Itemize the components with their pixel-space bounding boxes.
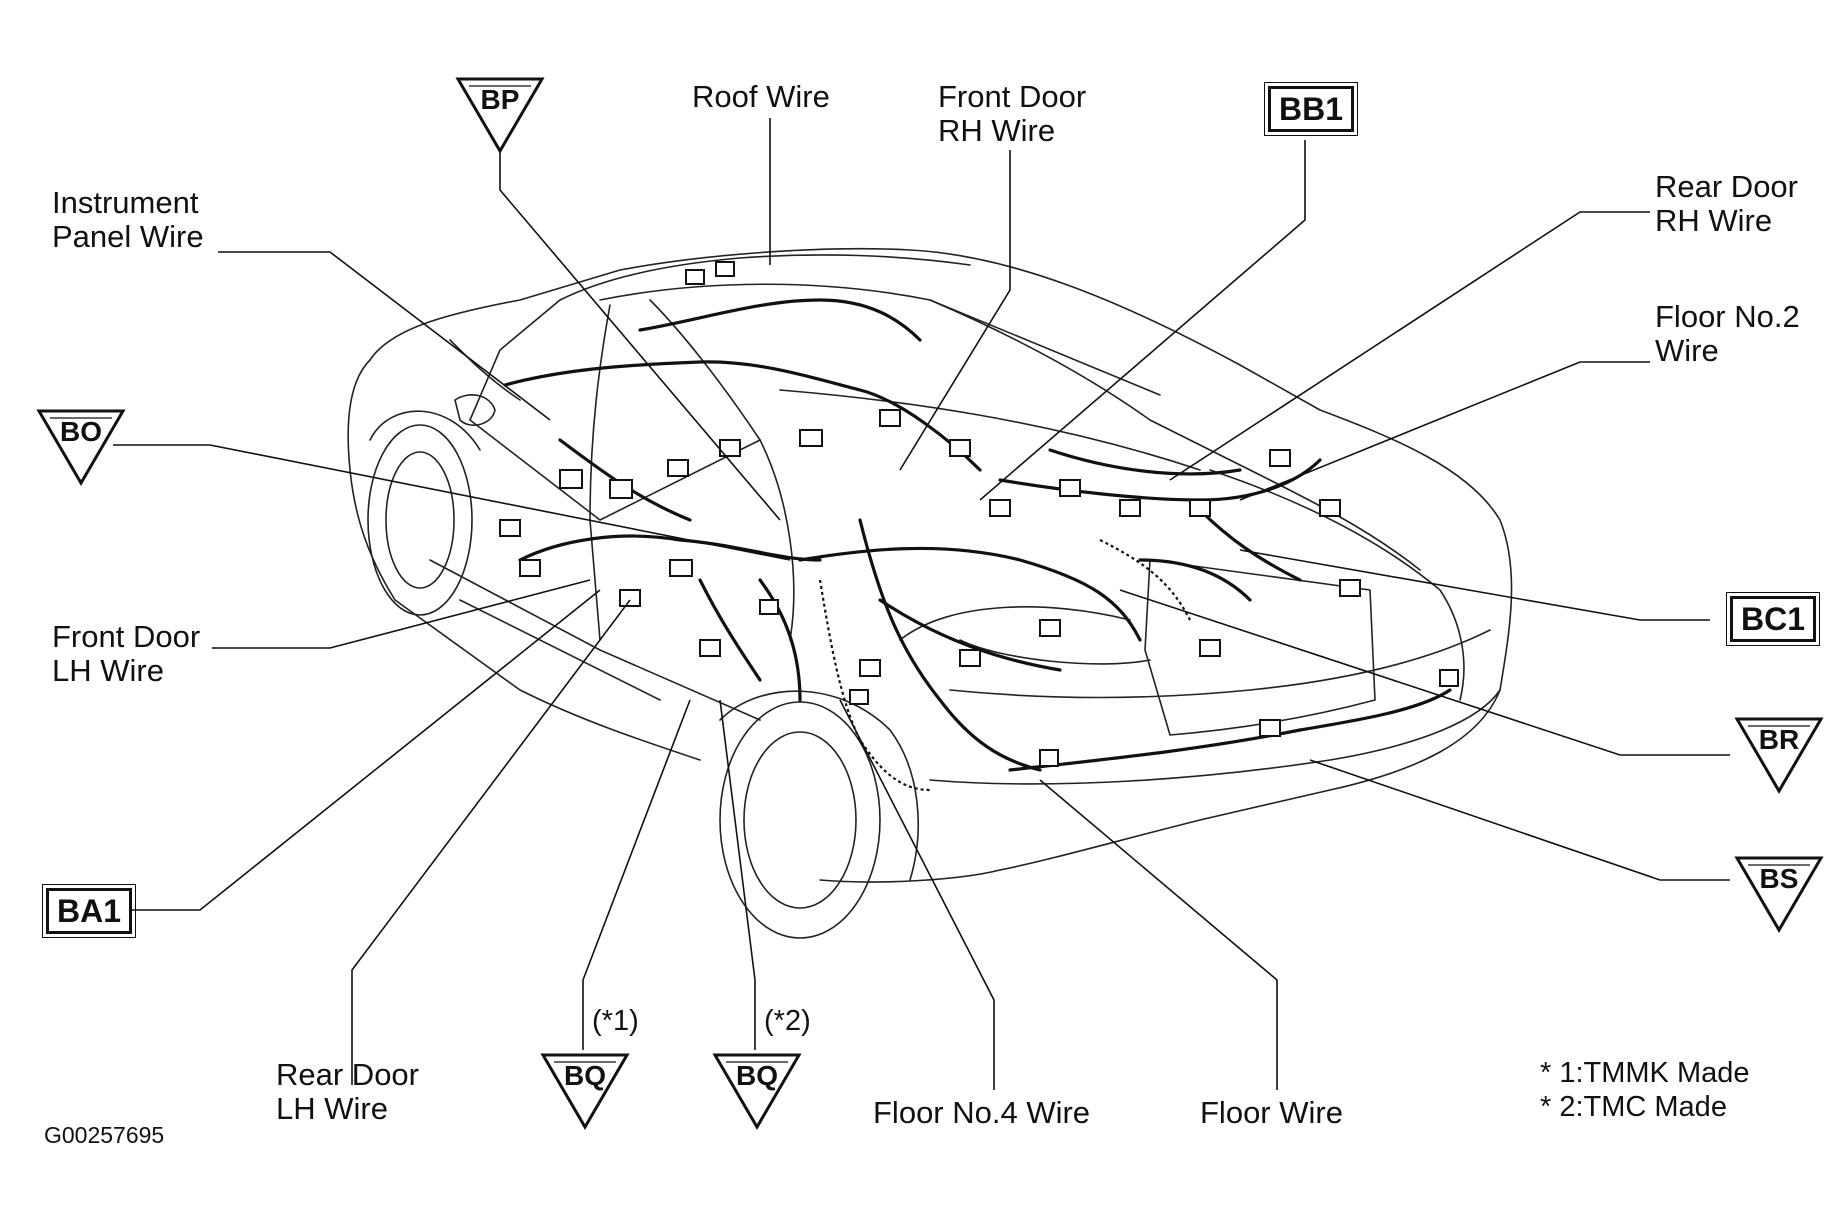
label-line: RH Wire xyxy=(938,113,1056,148)
label-line: LH Wire xyxy=(52,653,164,688)
label-floor-no2-wire: Floor No.2 Wire xyxy=(1655,300,1800,368)
connector-bb1: BB1 xyxy=(1263,82,1359,136)
footnote-tmc: * 2:TMC Made xyxy=(1540,1091,1727,1123)
label-floor-no4-wire: Floor No.4 Wire xyxy=(873,1096,1090,1130)
triangle-icon xyxy=(1734,717,1824,794)
variant-mark-1: (*1) xyxy=(592,1005,639,1037)
connector-bq-tmmk: BQ xyxy=(540,1052,630,1130)
connector-code: BR xyxy=(1758,724,1800,755)
connector-br: BR xyxy=(1734,716,1824,794)
connector-bo: BO xyxy=(36,408,126,486)
label-line: Roof Wire xyxy=(692,79,830,114)
connector-ba1: BA1 xyxy=(41,884,137,938)
connector-code: BQ xyxy=(564,1060,606,1091)
label-line: Floor No.2 xyxy=(1655,299,1800,334)
triangle-icon xyxy=(540,1053,630,1130)
connector-code: BQ xyxy=(736,1060,778,1091)
variant-mark-2: (*2) xyxy=(764,1005,811,1037)
label-line: LH Wire xyxy=(276,1091,388,1126)
label-rear-door-rh-wire: Rear Door RH Wire xyxy=(1655,170,1798,238)
footnotes: * 1:TMMK Made * 2:TMC Made xyxy=(1540,1056,1750,1124)
label-line: RH Wire xyxy=(1655,203,1773,238)
triangle-icon xyxy=(1734,856,1824,933)
triangle-icon xyxy=(455,77,545,154)
connector-code: BP xyxy=(480,84,520,115)
connector-code: BC1 xyxy=(1741,601,1806,637)
connector-bs: BS xyxy=(1734,855,1824,933)
connector-code: BB1 xyxy=(1279,91,1344,127)
label-instrument-panel-wire: Instrument Panel Wire xyxy=(52,186,204,254)
label-line: Floor No.4 Wire xyxy=(873,1095,1091,1130)
label-line: Front Door xyxy=(52,619,201,654)
connector-bp: BP xyxy=(455,76,545,154)
label-line: Panel Wire xyxy=(52,219,204,254)
triangle-icon xyxy=(712,1053,802,1130)
footnote-tmmk: * 1:TMMK Made xyxy=(1540,1057,1750,1089)
connector-code: BA1 xyxy=(57,893,122,929)
connector-code: BO xyxy=(60,416,102,447)
label-line: Rear Door xyxy=(276,1057,419,1092)
label-roof-wire: Roof Wire xyxy=(692,80,830,114)
connector-bq-tmc: BQ xyxy=(712,1052,802,1130)
label-line: Floor Wire xyxy=(1200,1095,1343,1130)
label-front-door-rh-wire: Front Door RH Wire xyxy=(938,80,1086,148)
label-line: Front Door xyxy=(938,79,1087,114)
connector-bc1: BC1 xyxy=(1725,592,1821,646)
label-floor-wire: Floor Wire xyxy=(1200,1096,1343,1130)
label-front-door-lh-wire: Front Door LH Wire xyxy=(52,620,200,688)
figure-id: G00257695 xyxy=(44,1122,165,1148)
label-rear-door-lh-wire: Rear Door LH Wire xyxy=(276,1058,419,1126)
label-line: Rear Door xyxy=(1655,169,1798,204)
connector-code: BS xyxy=(1759,863,1799,894)
label-line: Wire xyxy=(1655,333,1719,368)
triangle-icon xyxy=(36,409,126,486)
label-line: Instrument xyxy=(52,185,199,220)
